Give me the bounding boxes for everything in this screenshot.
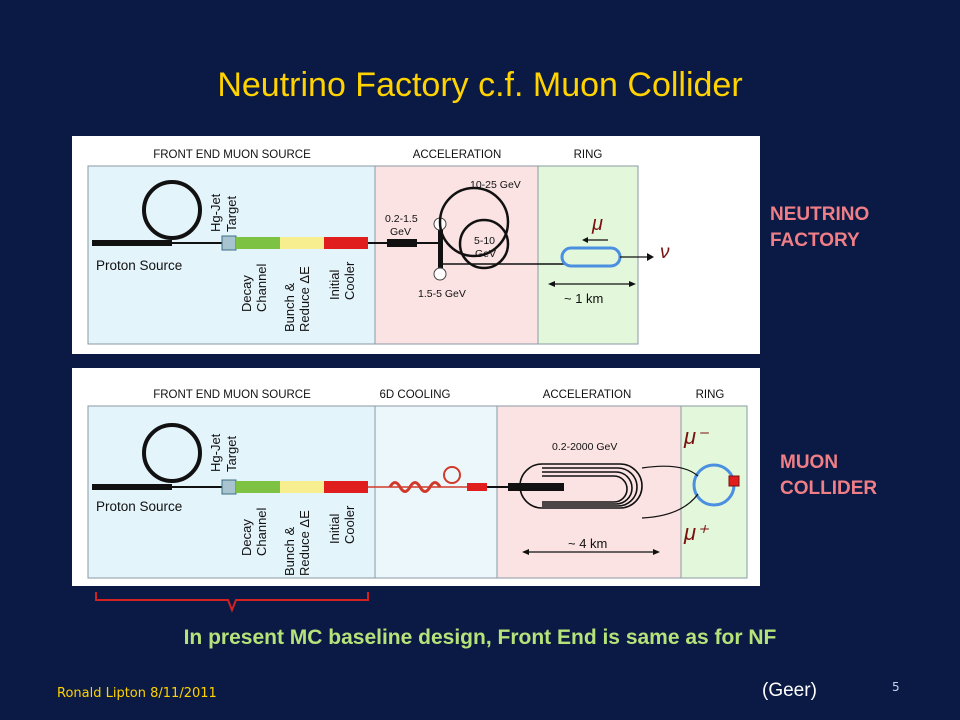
slide-title: Neutrino Factory c.f. Muon Collider [217, 66, 743, 104]
decay-label-line2: Channel [254, 507, 269, 556]
proton-source-label: Proton Source [96, 258, 182, 273]
accel-linac-2 [542, 483, 564, 491]
cooling-section [374, 405, 498, 579]
bunch-rotation-bar [280, 237, 324, 249]
source-credit: (Geer) [762, 680, 817, 701]
mu-minus-symbol: μ⁻ [683, 424, 710, 449]
decay-channel-bar [236, 237, 280, 249]
decay-channel-bar [236, 481, 280, 493]
footer-author-date: Ronald Lipton 8/11/2011 [57, 686, 217, 701]
muon-collider-label-line1: MUON [780, 452, 839, 473]
bunch-label-line2: Reduce ΔE [297, 510, 312, 576]
helical-cooling-channel [388, 481, 442, 493]
ring-size-label: ~ 1 km [564, 291, 603, 306]
proton-synchrotron-icon [142, 180, 202, 240]
rla-energy-label: 1.5-5 GeV [418, 288, 466, 300]
mu-plus-symbol: μ⁺ [683, 520, 710, 545]
cooler-label-line1: Initial [327, 270, 342, 300]
ring-muon-symbol: μ [591, 213, 603, 235]
target-box [221, 235, 237, 251]
front-end-header: FRONT END MUON SOURCE [153, 149, 311, 161]
target-label-line2: Target [224, 435, 239, 472]
initial-cooler-bar [324, 237, 368, 249]
bunch-rotation-bar [280, 481, 324, 493]
accel-energy-label: 0.2-2000 GeV [552, 441, 617, 453]
decay-label-line1: Decay [239, 519, 254, 556]
accel-size-label: ~ 4 km [568, 536, 607, 551]
neutrino-factory-svg: FRONT END MUON SOURCE ACCELERATION RING … [87, 149, 670, 345]
target-box [221, 479, 237, 495]
cooler-label-line2: Cooler [342, 505, 357, 544]
muon-collider-label-line2: COLLIDER [780, 478, 878, 499]
initial-cooler-bar [324, 481, 368, 493]
ring-section [680, 405, 748, 579]
acceleration-header: ACCELERATION [543, 389, 632, 401]
target-label-line1: Hg-Jet [208, 433, 223, 472]
linac-energy-line1: 0.2-1.5 [385, 213, 418, 225]
page-number: 5 [892, 680, 900, 694]
muon-collider-diagram: FRONT END MUON SOURCE 6D COOLING ACCELER… [72, 368, 760, 586]
proton-beamline [92, 484, 172, 490]
ring-section [537, 165, 639, 345]
proton-beamline [92, 240, 172, 246]
bunch-label-line2: Reduce ΔE [297, 266, 312, 332]
accel-size-arrow-left [522, 549, 529, 555]
neutrino-arrow-head [647, 253, 654, 261]
ffag-outer-ring [438, 186, 510, 258]
front-end-header: FRONT END MUON SOURCE [153, 389, 311, 401]
muon-arrow-head [582, 237, 588, 243]
target-label-line1: Hg-Jet [208, 193, 223, 232]
ffag-outer-label: 10-25 GeV [470, 179, 521, 191]
bunch-label-line1: Bunch & [282, 527, 297, 576]
decay-label-line2: Channel [254, 263, 269, 312]
ffag-inner-ring [458, 218, 510, 270]
ffag-inner-label-line1: 5-10 [474, 235, 495, 247]
rla-arc-bottom [433, 267, 447, 281]
cooling-ring-icon [443, 466, 461, 484]
accel-linac [508, 483, 542, 491]
ring-header: RING [696, 389, 725, 401]
decay-label-line1: Decay [239, 275, 254, 312]
cooler-label-line1: Initial [327, 514, 342, 544]
rla-linac [438, 230, 443, 268]
mu-minus-path [641, 465, 699, 477]
ring-size-arrow-left [548, 281, 555, 287]
baseline-note: In present MC baseline design, Front End… [183, 626, 777, 649]
linac-energy-line2: GeV [390, 226, 411, 238]
ring-size-arrow-right [629, 281, 636, 287]
recirculating-accelerator [519, 463, 643, 509]
front-end-section [87, 165, 376, 345]
bunch-label-line1: Bunch & [282, 283, 297, 332]
neutrino-symbol: ν [660, 242, 670, 263]
cooling-header: 6D COOLING [380, 389, 451, 401]
neutrino-factory-label: NEUTRINO FACTORY [770, 202, 869, 254]
ring-header: RING [574, 149, 603, 161]
neutrino-factory-diagram: FRONT END MUON SOURCE ACCELERATION RING … [72, 136, 760, 354]
target-label-line2: Target [224, 195, 239, 232]
cooler-label-line2: Cooler [342, 261, 357, 300]
acceleration-section [374, 165, 539, 345]
mu-plus-path [641, 493, 699, 519]
linac-block [387, 239, 417, 247]
collider-detector [728, 475, 740, 487]
acceleration-section [496, 405, 682, 579]
neutrino-factory-label-line2: FACTORY [770, 230, 860, 251]
muon-collider-label: MUON COLLIDER [780, 450, 877, 502]
ffag-inner-label-line2: GeV [475, 248, 496, 260]
front-end-brace [95, 592, 369, 613]
neutrino-factory-label-line1: NEUTRINO [770, 204, 870, 225]
proton-source-label: Proton Source [96, 499, 182, 514]
accel-size-arrow-right [653, 549, 660, 555]
proton-synchrotron-icon [142, 423, 202, 483]
muon-collider-svg: FRONT END MUON SOURCE 6D COOLING ACCELER… [87, 389, 748, 579]
cooling-block [467, 483, 487, 491]
acceleration-header: ACCELERATION [413, 149, 502, 161]
